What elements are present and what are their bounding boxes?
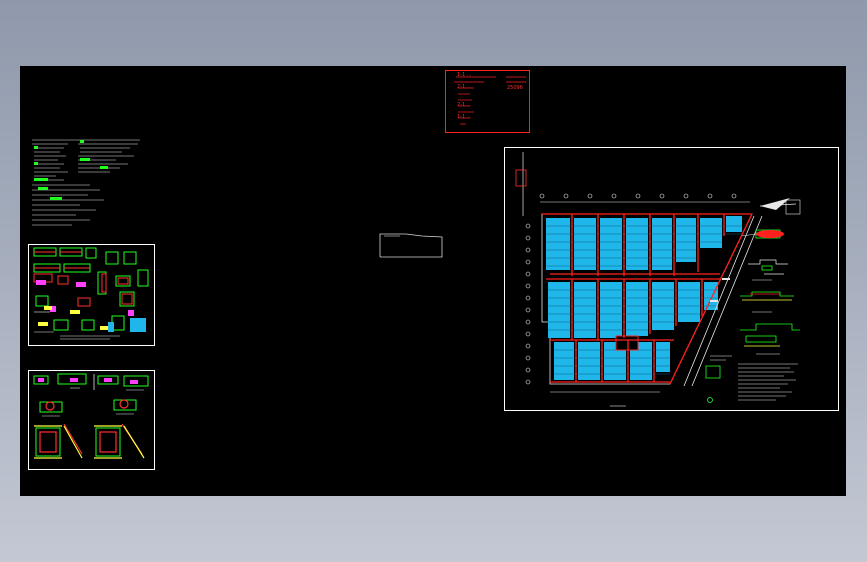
general-notes-block (32, 139, 140, 226)
table-row-3: 2-1 ... (457, 102, 472, 108)
center-elevation-view (379, 233, 443, 258)
detail-sheet-2 (28, 370, 155, 470)
table-row-4: 1-1 ... (457, 114, 472, 120)
cad-drawing (28, 70, 839, 470)
vehicle-detail (741, 229, 784, 239)
red-summary-table (445, 70, 530, 133)
section-details (740, 259, 800, 355)
detail-sheet-1 (28, 244, 155, 346)
north-arrow (759, 198, 801, 215)
site-plan-frame (504, 147, 839, 411)
table-row-2: 2-1 ... (457, 84, 472, 90)
drawing-model-space[interactable]: 1-1 ... 2-1 ... 2-1 ... 1-1 ... 25096 (20, 66, 846, 496)
table-total: 25096 (507, 85, 523, 91)
table-row-1: 1-1 ... (457, 72, 472, 78)
plan-notes (705, 355, 798, 403)
